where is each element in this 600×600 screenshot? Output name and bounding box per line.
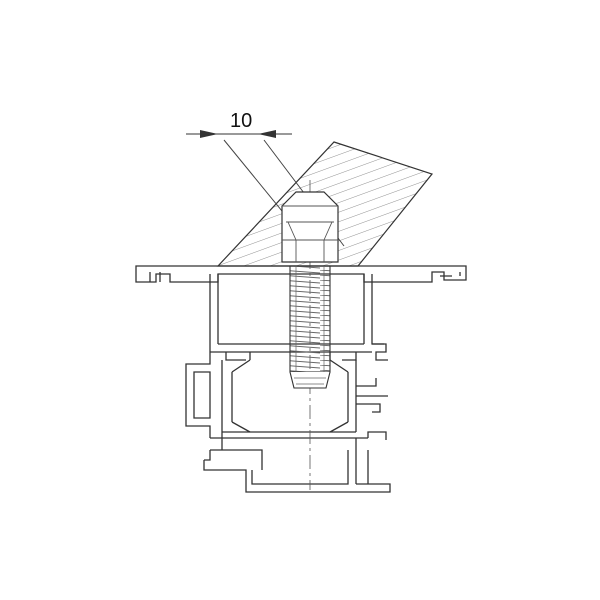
fastening-screw — [281, 191, 339, 389]
dimension-label: 10 — [230, 110, 252, 132]
frame-profile — [185, 274, 391, 493]
